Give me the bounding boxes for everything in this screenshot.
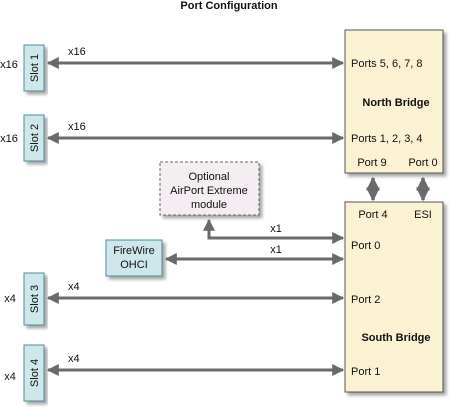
slot-1-link-label: x16 bbox=[68, 46, 86, 58]
airport-extreme-module: Optional AirPort Extreme module bbox=[159, 161, 260, 216]
airport-line-3: module bbox=[191, 199, 227, 211]
nb-title: North Bridge bbox=[362, 97, 429, 109]
firewire-line-2: OHCI bbox=[120, 259, 148, 271]
nb-ports-1-4-label: Ports 1, 2, 3, 4 bbox=[351, 133, 423, 145]
north-bridge-box bbox=[344, 29, 444, 174]
airport-link-arrow bbox=[203, 218, 345, 244]
sb-esi-label: ESI bbox=[414, 209, 432, 221]
slot-2-label: Slot 2 bbox=[29, 124, 41, 152]
slot-2-width-label: x16 bbox=[0, 133, 18, 145]
diagram-title: Port Configuration bbox=[180, 0, 277, 12]
sb-port-0-label: Port 0 bbox=[351, 240, 380, 252]
slot-3: Slot 3 bbox=[23, 272, 45, 326]
airport-line-1: Optional bbox=[189, 171, 230, 183]
slot-1-label: Slot 1 bbox=[29, 54, 41, 82]
nb-port-9-label: Port 9 bbox=[357, 157, 386, 169]
slot-3-link-label: x4 bbox=[68, 281, 80, 293]
slot-4: Slot 4 bbox=[23, 344, 45, 402]
sb-port-1-label: Port 1 bbox=[351, 366, 380, 378]
south-bridge-box bbox=[344, 201, 444, 393]
slot-4-width-label: x4 bbox=[4, 371, 16, 383]
airport-link-label: x1 bbox=[270, 223, 282, 235]
firewire-line-1: FireWire bbox=[113, 245, 155, 257]
slot-2: Slot 2 bbox=[23, 114, 45, 162]
nb-port-0-label: Port 0 bbox=[408, 157, 437, 169]
slot-4-label: Slot 4 bbox=[29, 359, 41, 387]
slot-1: Slot 1 bbox=[23, 44, 45, 92]
slot-3-label: Slot 3 bbox=[29, 285, 41, 313]
nb-ports-5-8-label: Ports 5, 6, 7, 8 bbox=[351, 58, 423, 70]
sb-port-4-label: Port 4 bbox=[358, 209, 387, 221]
slot-4-link-label: x4 bbox=[68, 353, 80, 365]
sb-title: South Bridge bbox=[361, 332, 430, 344]
slot-1-width-label: x16 bbox=[0, 59, 18, 71]
firewire-ohci-box: FireWire OHCI bbox=[105, 239, 163, 277]
firewire-link-label: x1 bbox=[270, 244, 282, 256]
slot-3-width-label: x4 bbox=[4, 293, 16, 305]
slot-2-link-label: x16 bbox=[68, 121, 86, 133]
sb-port-2-label: Port 2 bbox=[351, 294, 380, 306]
airport-line-2: AirPort Extreme bbox=[170, 185, 248, 197]
